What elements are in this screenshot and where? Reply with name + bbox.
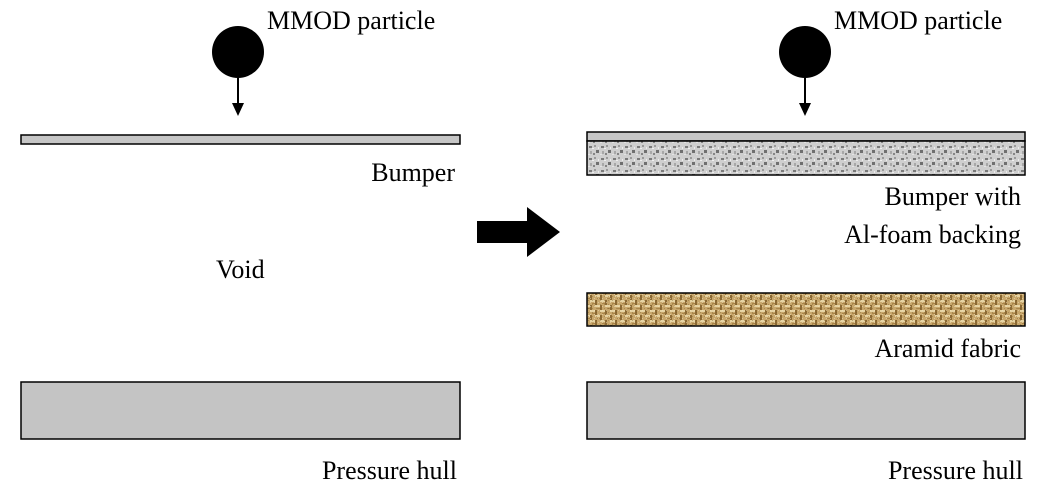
left-bumper-label: Bumper — [371, 158, 455, 187]
left-particle-label: MMOD particle — [267, 6, 435, 35]
right-panel: MMOD particle Bumper with Al-foam backin… — [586, 6, 1026, 485]
left-mmod-particle-icon — [212, 26, 264, 116]
left-pressure-hull — [20, 381, 461, 440]
right-mmod-particle-icon — [779, 26, 831, 116]
aramid-fabric-label: Aramid fabric — [874, 334, 1021, 363]
right-bumper-plate — [586, 131, 1026, 142]
left-bumper-plate — [20, 134, 461, 145]
right-particle-label: MMOD particle — [834, 6, 1002, 35]
left-hull-label: Pressure hull — [322, 456, 457, 485]
left-panel: MMOD particle Bumper Void Pressure hull — [20, 6, 461, 485]
aramid-fabric-layer — [586, 292, 1026, 327]
right-pressure-hull — [586, 381, 1026, 440]
right-bumper-label-line1: Bumper with — [885, 182, 1022, 211]
right-bumper-label-line2: Al-foam backing — [844, 220, 1021, 249]
al-foam-backing — [586, 140, 1026, 176]
right-hull-label: Pressure hull — [888, 456, 1023, 485]
left-void-label: Void — [216, 255, 265, 284]
right-arrow-icon — [477, 207, 560, 257]
